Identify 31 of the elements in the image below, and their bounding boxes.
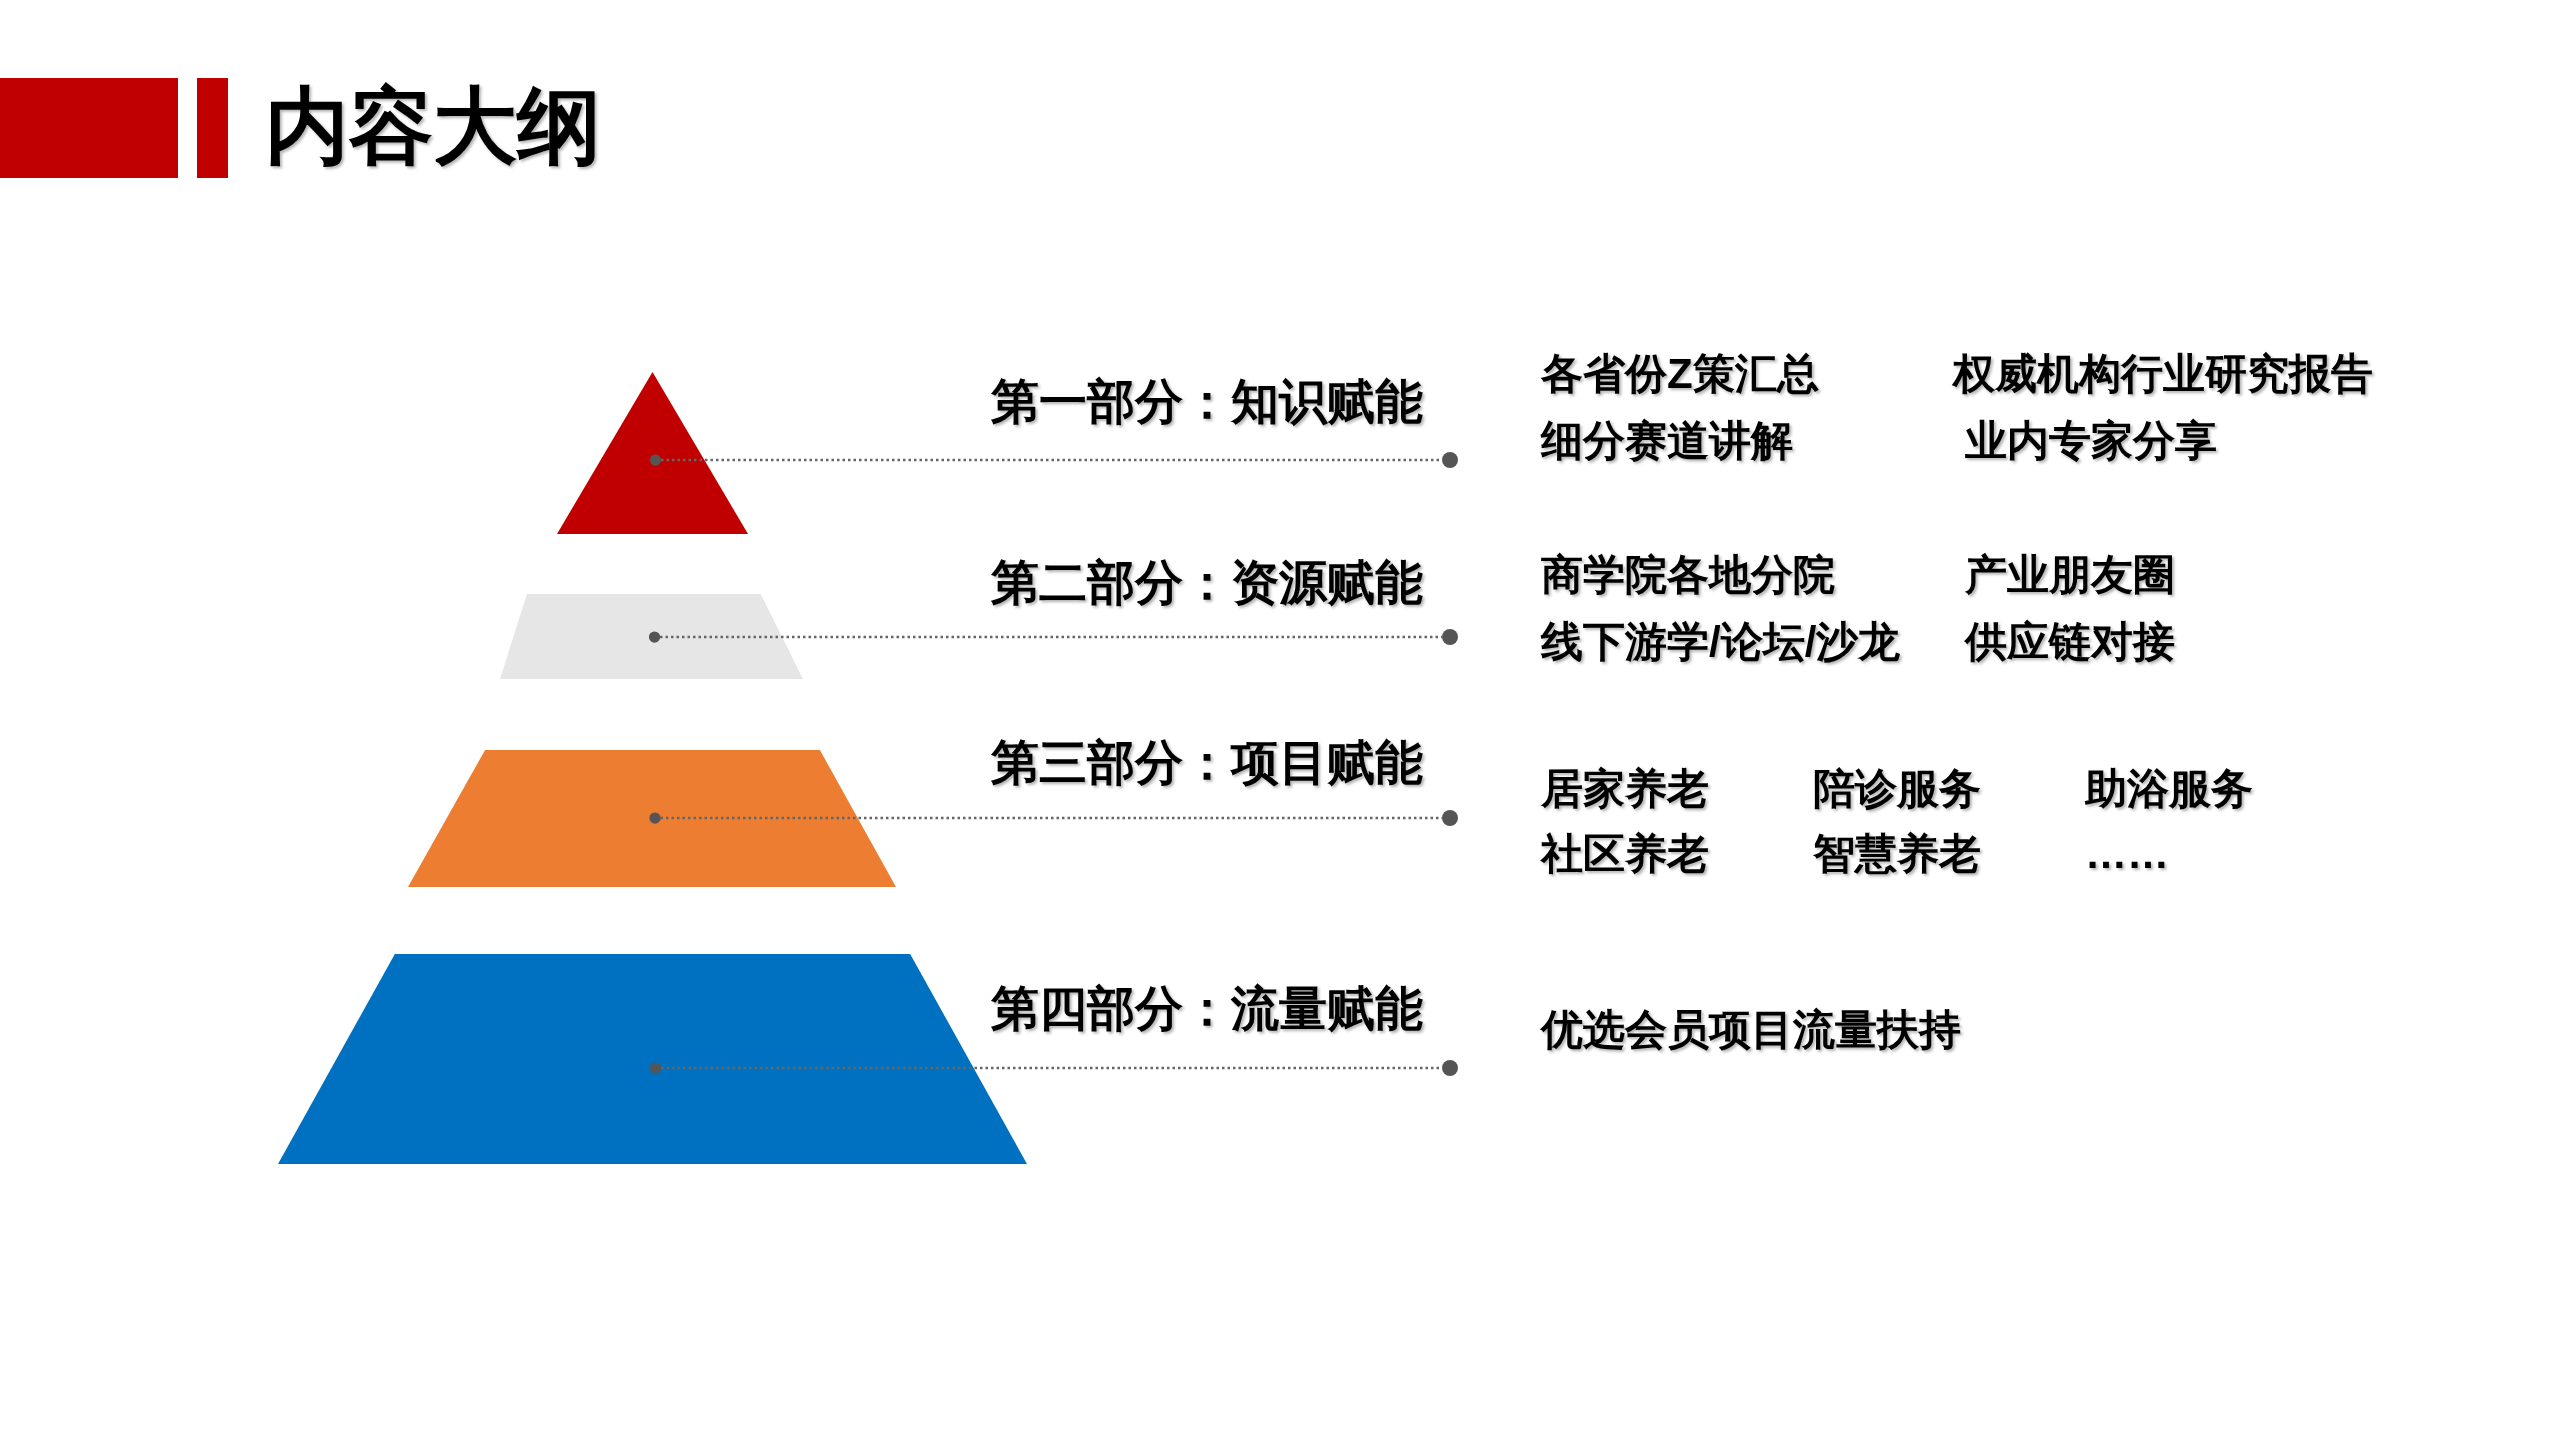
item-text: 各省份Z策汇总 [1541,349,1819,399]
title: 内容大纲 [265,78,601,175]
end-dot [1442,810,1458,826]
pyramid-top-triangle [557,372,748,534]
item-text: …… [2085,829,2169,879]
pyramid-tier [408,750,896,887]
dotted-leader-line [648,631,1442,643]
item-text: 优选会员项目流量扶持 [1541,1005,1961,1055]
item-text: 细分赛道讲解 [1541,416,1793,466]
item-text: 居家养老 [1541,764,1709,814]
item-text: 助浴服务 [2085,764,2253,814]
item-text: 供应链对接 [1965,617,2175,667]
section-heading: 第四部分：流量赋能 [991,981,1423,1037]
dotted-leader-line [649,454,1442,466]
item-text: 业内专家分享 [1965,416,2217,466]
item-text: 权威机构行业研究报告 [1953,349,2373,399]
item-text: 社区养老 [1541,829,1709,879]
item-text: 线下游学/论坛/沙龙 [1541,617,1901,667]
dotted-leader-line [649,1062,1442,1074]
item-text: 产业朋友圈 [1965,550,2175,600]
pyramid-tier [500,594,803,679]
end-dot [1442,629,1458,645]
item-text: 陪诊服务 [1813,764,1981,814]
end-dot [1442,452,1458,468]
section-heading: 第一部分：知识赋能 [991,374,1423,430]
section-heading: 第三部分：项目赋能 [991,735,1423,791]
end-dot [1442,1060,1458,1076]
item-text: 智慧养老 [1813,829,1981,879]
dotted-leader-line [649,812,1442,824]
item-text: 商学院各地分院 [1541,550,1835,600]
section-heading: 第二部分：资源赋能 [991,555,1423,611]
